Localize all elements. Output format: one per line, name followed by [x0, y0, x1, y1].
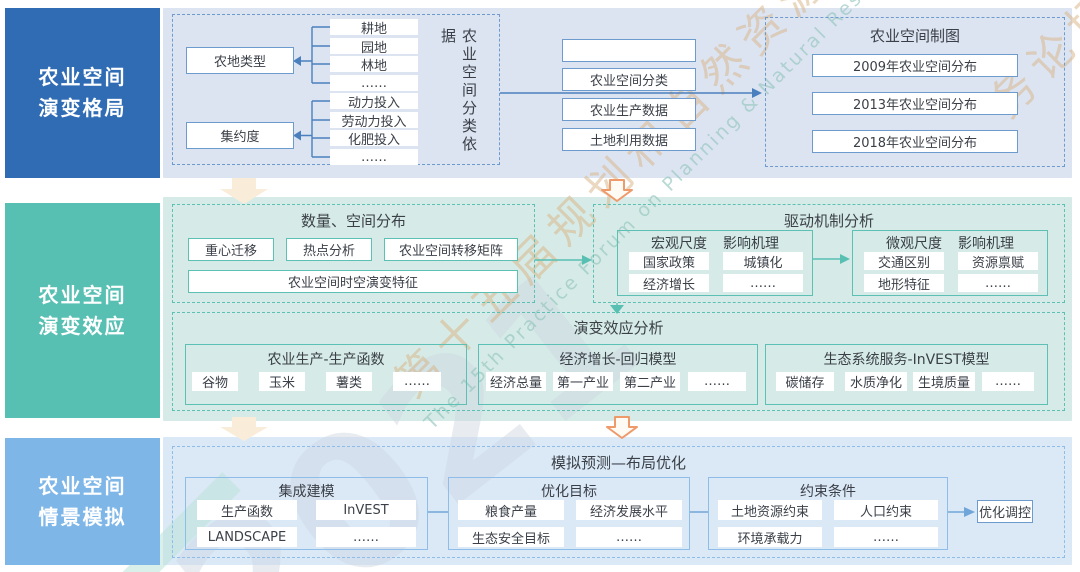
- micro-item-more: ……: [958, 274, 1038, 292]
- micro-scale-header: 微观尺度 影响机理: [852, 233, 1048, 253]
- effect-item: 碳储存: [776, 372, 834, 391]
- driving-panel: [593, 204, 1065, 303]
- mapping-panel: [765, 17, 1065, 167]
- modeling-item: InVEST: [316, 500, 416, 520]
- data-box-empty: [562, 39, 696, 62]
- farmland-item: 林地: [330, 56, 418, 74]
- effect-item: 薯类: [326, 372, 372, 391]
- effect-item: ……: [688, 372, 746, 391]
- effect-item: 生境质量: [913, 372, 975, 391]
- farmland-item: 园地: [330, 38, 418, 56]
- mapping-2018: 2018年农业空间分布: [812, 130, 1018, 153]
- micro-item-traffic: 交通区别: [864, 252, 944, 271]
- quantity-panel: [172, 204, 535, 303]
- modeling-item: 生产函数: [197, 500, 297, 520]
- constraint-item: ……: [834, 527, 938, 547]
- effect-item: 经济总量: [486, 372, 546, 391]
- micro-item-resource: 资源禀赋: [958, 252, 1038, 271]
- goal-item: 经济发展水平: [576, 500, 682, 520]
- micro-mechanism-label: 影响机理: [958, 236, 1014, 252]
- intensity-item: 劳动力投入: [330, 112, 418, 130]
- macro-item-more: ……: [723, 274, 803, 292]
- goal-item: 生态安全目标: [458, 527, 564, 547]
- micro-scale-box: [852, 230, 1048, 296]
- group-optimization-goals: [448, 477, 690, 550]
- effect-item: 玉米: [259, 372, 305, 391]
- goal-item: ……: [576, 527, 682, 547]
- goal-item: 粮食产量: [458, 500, 564, 520]
- mapping-2009: 2009年农业空间分布: [812, 54, 1018, 77]
- data-box-classification: 农业空间分类: [562, 68, 696, 91]
- effect-item: 第二产业: [620, 372, 680, 391]
- macro-mechanism-label: 影响机理: [723, 236, 779, 252]
- effect-item: 第一产业: [553, 372, 613, 391]
- quantity-title: 数量、空间分布: [300, 212, 406, 230]
- micro-item-terrain: 地形特征: [864, 274, 944, 293]
- sidebar-band2-effect: 农业空间 演变效应: [5, 203, 160, 418]
- classification-basis-label: 农业空间分类依据: [439, 28, 478, 154]
- farmland-type-node: 农地类型: [186, 47, 294, 74]
- driving-title: 驱动机制分析: [783, 212, 874, 230]
- intensity-item: 动力投入: [330, 93, 418, 111]
- effect-group-economy: [478, 344, 758, 405]
- effect-item: 谷物: [192, 372, 238, 391]
- macro-item-policy: 国家政策: [629, 252, 709, 271]
- intensity-item: 化肥投入: [330, 130, 418, 148]
- farmland-item: ……: [330, 75, 418, 91]
- constraint-item: 土地资源约束: [718, 500, 822, 520]
- macro-item-urbanization: 城镇化: [723, 252, 803, 271]
- quantity-item-hotspot: 热点分析: [286, 238, 372, 261]
- effect-group-production-title: 农业生产-生产函数: [267, 352, 385, 368]
- macro-scale-label: 宏观尺度: [651, 236, 707, 252]
- quantity-summary: 农业空间时空演变特征: [188, 270, 518, 293]
- output-regulation-box: 优化调控: [977, 500, 1033, 523]
- sidebar-band3-simulation: 农业空间 情景模拟: [5, 438, 160, 565]
- quantity-item-matrix: 农业空间转移矩阵: [384, 238, 518, 261]
- data-box-production: 农业生产数据: [562, 98, 696, 121]
- effect-item: 水质净化: [845, 372, 907, 391]
- group-optimization-goals-title: 优化目标: [541, 484, 597, 500]
- effect-title: 演变效应分析: [573, 319, 664, 337]
- modeling-item: LANDSCAPE: [197, 527, 297, 547]
- simulation-title: 模拟预测—布局优化: [550, 454, 686, 472]
- intensity-node: 集约度: [186, 122, 294, 149]
- effect-item: ……: [982, 372, 1034, 391]
- macro-scale-box: [617, 230, 813, 296]
- mapping-title: 农业空间制图: [869, 27, 960, 45]
- effect-group-production: [185, 344, 467, 405]
- macro-item-growth: 经济增长: [629, 274, 709, 293]
- effect-group-ecosystem-title: 生态系统服务-InVEST模型: [823, 352, 990, 368]
- group-integrated-modeling-title: 集成建模: [278, 484, 335, 500]
- constraint-item: 环境承载力: [718, 527, 822, 547]
- group-constraints: [708, 477, 948, 550]
- group-constraints-title: 约束条件: [800, 484, 856, 500]
- data-box-landuse: 土地利用数据: [562, 128, 696, 151]
- micro-scale-label: 微观尺度: [886, 236, 942, 252]
- farmland-item: 耕地: [330, 19, 418, 37]
- effect-group-economy-title: 经济增长-回归模型: [559, 352, 677, 368]
- macro-scale-header: 宏观尺度 影响机理: [617, 233, 813, 253]
- intensity-item: ……: [330, 149, 418, 165]
- mapping-2013: 2013年农业空间分布: [812, 92, 1018, 115]
- effect-group-ecosystem: [765, 344, 1048, 405]
- constraint-item: 人口约束: [834, 500, 938, 520]
- sidebar-band1-pattern: 农业空间 演变格局: [5, 8, 160, 178]
- modeling-item: ……: [316, 527, 416, 547]
- effect-item: ……: [393, 372, 441, 391]
- quantity-item-gravity: 重心迁移: [188, 238, 274, 261]
